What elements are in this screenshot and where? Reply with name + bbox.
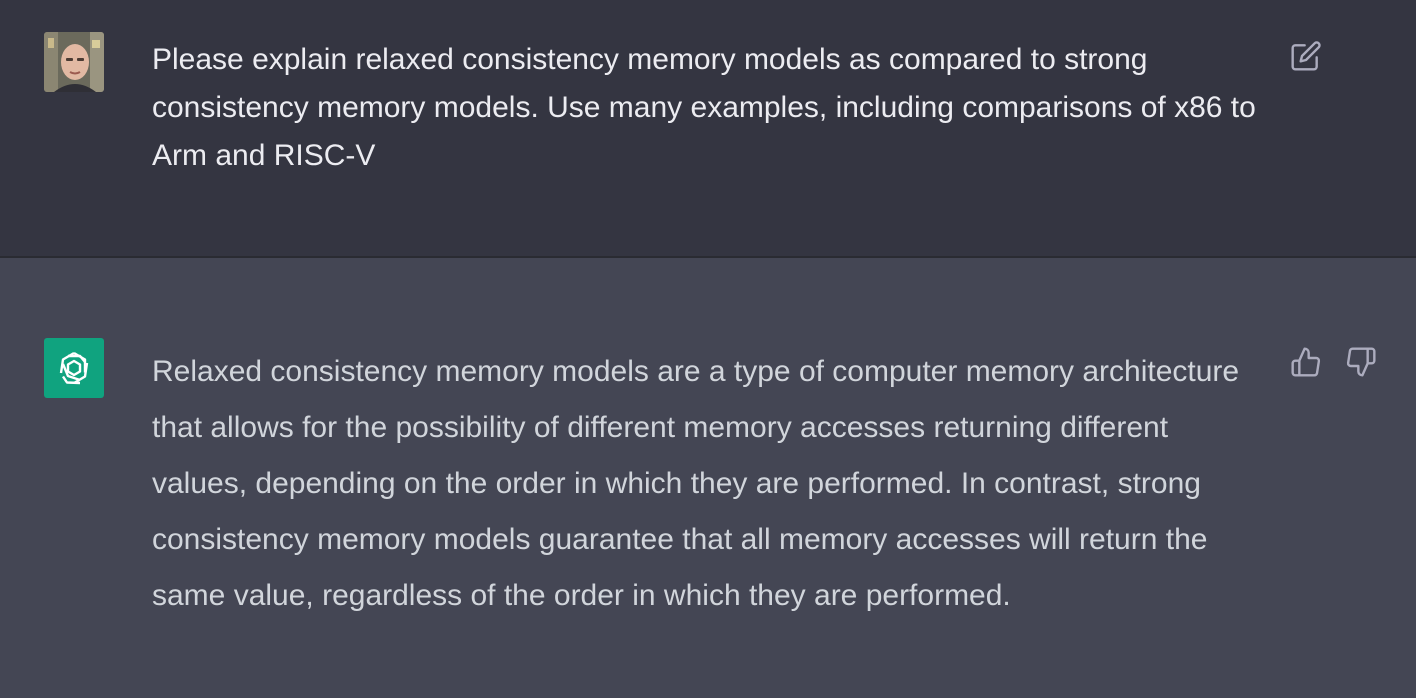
edit-icon[interactable]	[1290, 40, 1322, 72]
user-avatar	[44, 32, 104, 92]
assistant-message-text: Relaxed consistency memory models are a …	[152, 355, 1240, 612]
user-message-row: Please explain relaxed consistency memor…	[0, 0, 1416, 258]
user-message-text: Please explain relaxed consistency memor…	[152, 43, 1256, 172]
user-photo-icon	[44, 32, 104, 92]
assistant-avatar	[44, 338, 104, 398]
assistant-message-row: Relaxed consistency memory models are a …	[0, 258, 1416, 698]
thumbs-down-icon[interactable]	[1345, 346, 1377, 378]
thumbs-up-icon[interactable]	[1290, 346, 1322, 378]
openai-logo-icon	[59, 351, 89, 385]
